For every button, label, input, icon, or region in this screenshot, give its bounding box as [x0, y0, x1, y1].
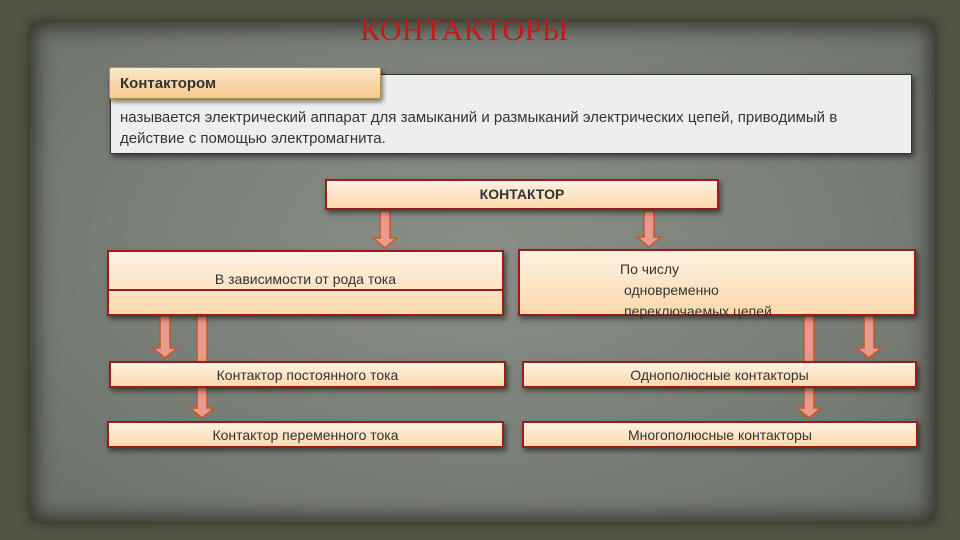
definition-term: Контактором: [109, 67, 381, 99]
slide-title: КОНТАКТОРЫ: [360, 14, 569, 47]
leaf-multi-pole: Многополюсные контакторы: [522, 421, 918, 448]
category-line-2: одновременно: [624, 282, 719, 298]
category-by-circuit-count-label: По числу одновременно переключаемых цепе…: [620, 259, 772, 322]
definition-text: называется электрический аппарат для зам…: [120, 109, 838, 147]
category-by-current-type: В зависимости от рода тока: [107, 250, 504, 316]
category-by-current-type-label: В зависимости от рода тока: [214, 271, 397, 287]
arrow-current-to-dc: [150, 315, 180, 359]
leaf-single-pole: Однополюсные контакторы: [522, 361, 917, 388]
arrow-root-to-current: [370, 210, 400, 249]
contactor-root-node: КОНТАКТОР: [325, 179, 719, 210]
arrow-circuits-to-single: [854, 315, 884, 359]
category-by-circuit-count: По числу одновременно переключаемых цепе…: [518, 249, 916, 319]
arrow-root-to-circuits: [634, 210, 664, 248]
category-line-1: По числу: [620, 261, 680, 277]
category-line-3: переключаемых цепей: [624, 303, 772, 319]
leaf-dc-contactor: Контактор постоянного тока: [109, 361, 506, 388]
category-divider: [109, 289, 502, 291]
leaf-ac-contactor: Контактор переменного тока: [107, 421, 504, 448]
